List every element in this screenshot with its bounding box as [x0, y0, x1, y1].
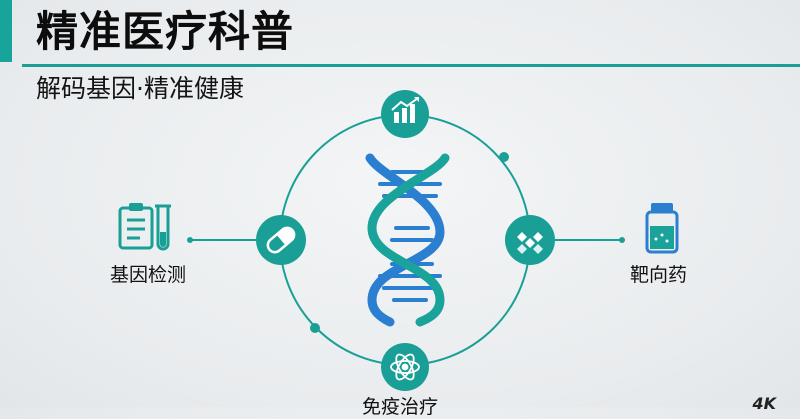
gene-testing-label: 基因检测 — [110, 264, 187, 286]
page-title: 精准医疗科普 — [36, 7, 295, 56]
bar-chart-growth-icon — [391, 97, 419, 123]
atom-icon — [390, 353, 420, 381]
orbit-dot — [310, 323, 320, 333]
page-subtitle: 解码基因·精准健康 — [36, 74, 244, 103]
title-divider — [22, 64, 800, 67]
medicine-bottle-icon — [645, 203, 679, 254]
left-node[interactable] — [256, 215, 306, 265]
dna-helix-icon — [365, 153, 450, 327]
connector-end-dot — [187, 237, 193, 243]
immunotherapy-label: 免疫治疗 — [362, 396, 439, 418]
test-tube-clipboard-icon — [118, 203, 171, 251]
top-node[interactable] — [381, 90, 429, 138]
orbit-dot — [499, 152, 509, 162]
diagram-canvas — [118, 90, 679, 391]
connector-end-dot — [619, 237, 625, 243]
molecule-icon — [517, 232, 543, 254]
targeted-drug-label: 靶向药 — [630, 264, 688, 286]
title-accent-bar — [0, 0, 12, 62]
capsule-icon — [266, 226, 296, 254]
resolution-watermark: 4K — [752, 394, 776, 413]
bottom-node[interactable] — [381, 343, 429, 391]
right-node[interactable] — [505, 215, 555, 265]
